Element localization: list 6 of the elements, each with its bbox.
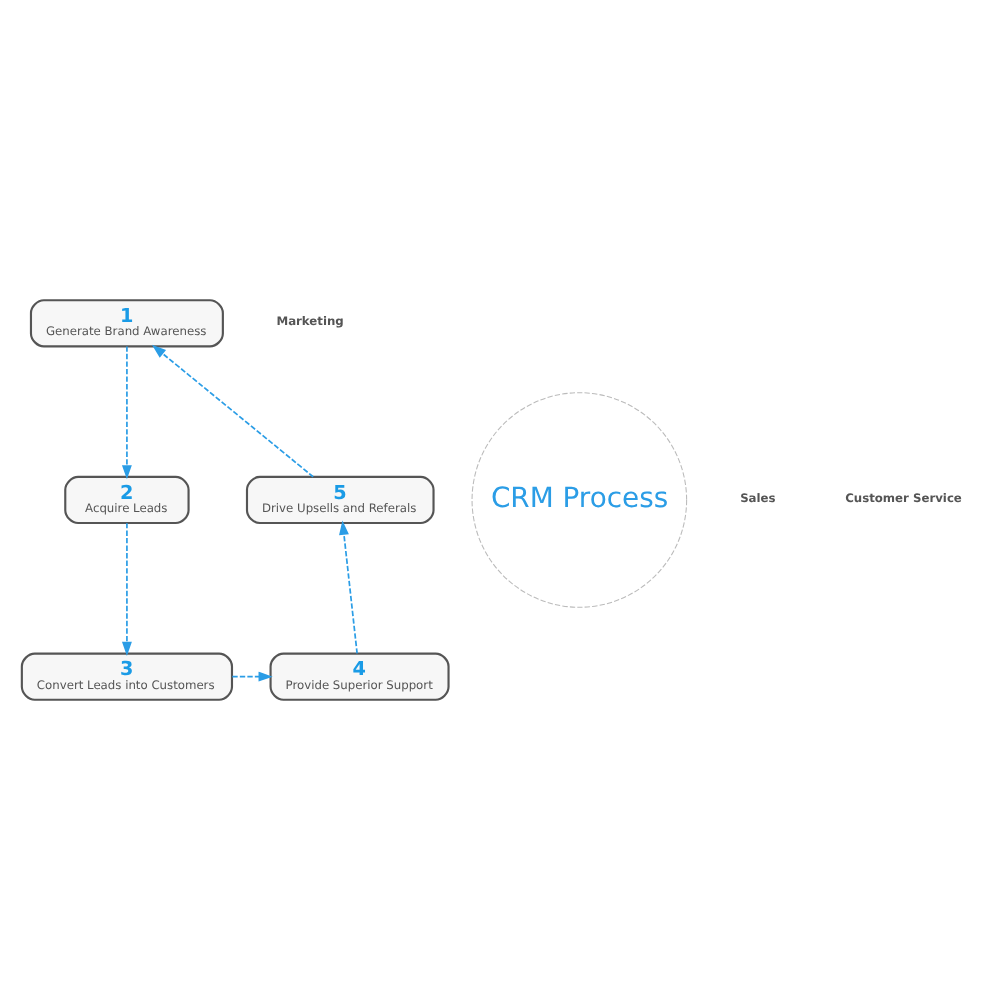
node-circle: CRM Process: [471, 392, 688, 608]
arrow: [121, 345, 132, 480]
arrow: [339, 520, 358, 655]
arrow: [151, 344, 314, 478]
arrow: [121, 522, 132, 656]
arrow: [231, 671, 273, 682]
